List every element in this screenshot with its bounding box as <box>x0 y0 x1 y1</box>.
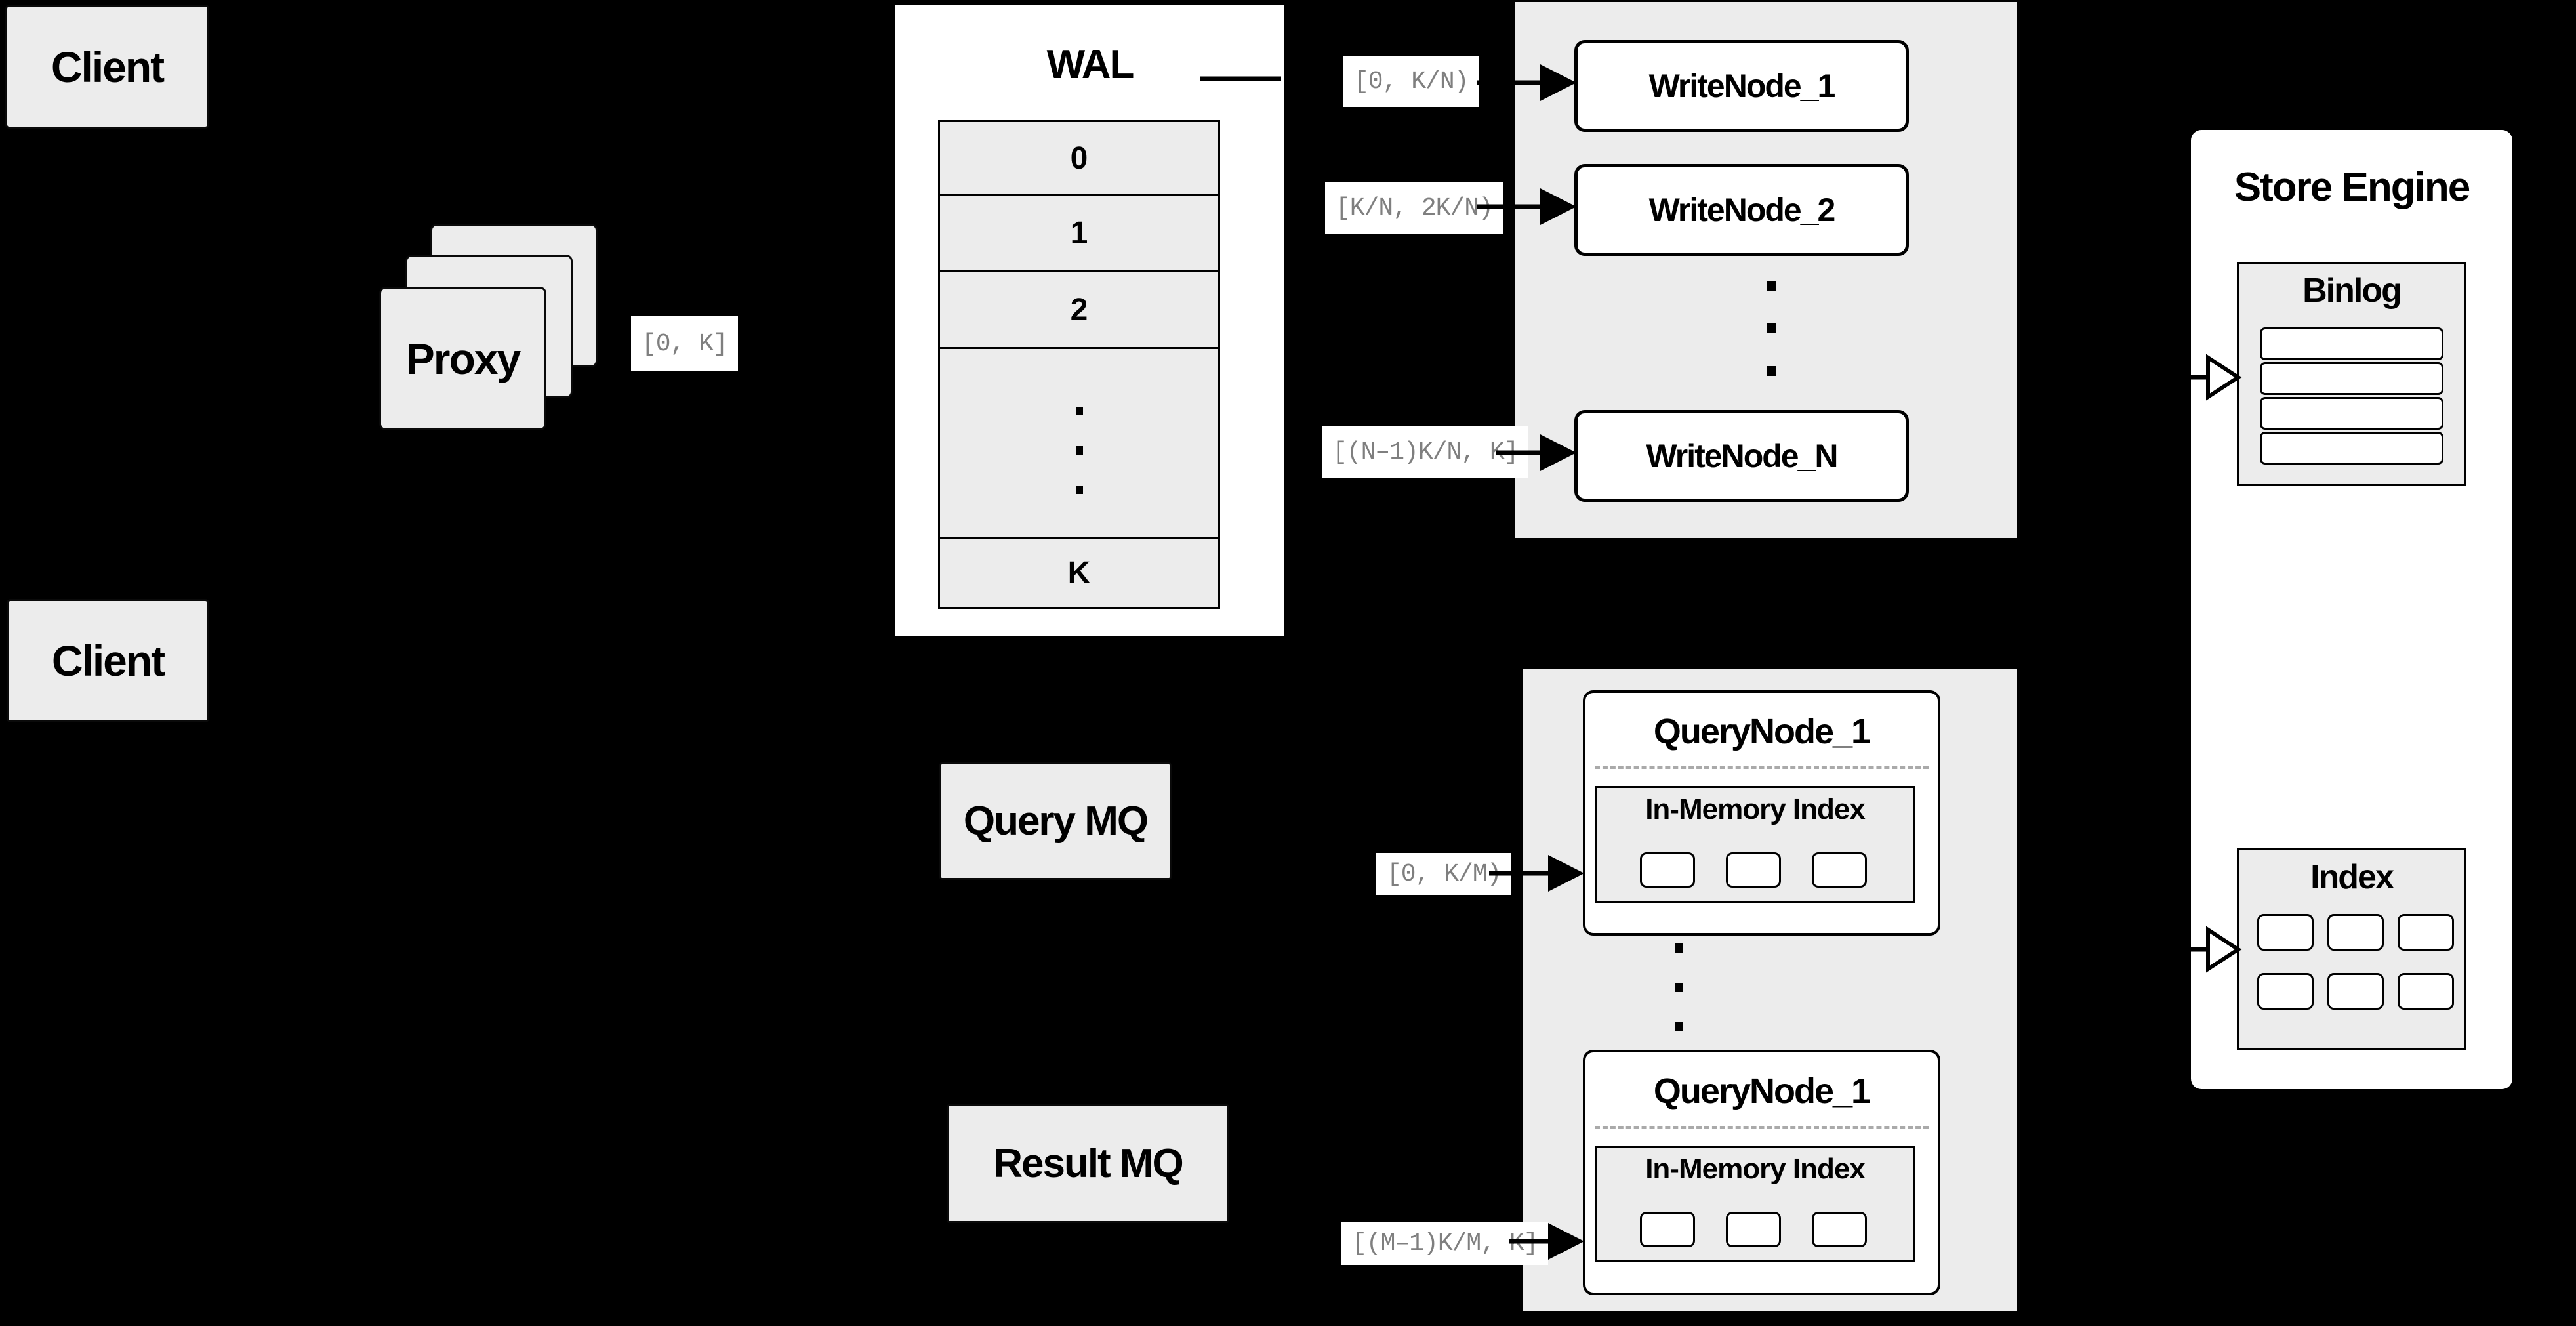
store-engine-box: Store Engine Binlog Index <box>2191 130 2512 1089</box>
ellipsis-dot-icon <box>1767 323 1776 333</box>
in-memory-index-panel-1: In-Memory Index <box>1595 786 1915 903</box>
query-mq-box: Query MQ <box>939 762 1172 880</box>
in-memory-index-panel-2: In-Memory Index <box>1595 1146 1915 1262</box>
write-node-2-label: WriteNode_2 <box>1648 192 1836 228</box>
ellipsis-dot-icon <box>1767 281 1776 291</box>
range-label-0-k: [0, K] <box>631 316 738 371</box>
memory-slot <box>1812 1212 1867 1247</box>
wal-row-2: 2 <box>938 272 1220 349</box>
wal-table: 0 1 2 K <box>938 120 1220 609</box>
wal-row-k: K <box>938 539 1220 609</box>
client-bottom-label: Client <box>51 636 165 685</box>
binlog-segment <box>2260 397 2443 430</box>
write-node-1-label: WriteNode_1 <box>1648 68 1836 104</box>
in-memory-index-title-1: In-Memory Index <box>1645 793 1866 825</box>
memory-slot <box>1726 852 1781 888</box>
range-label-write-1: [0, K/N) <box>1343 56 1479 107</box>
wal-row-ellipsis <box>938 349 1220 539</box>
range-label-write-n: [(N–1)K/N, K] <box>1322 426 1529 478</box>
client-box-bottom: Client <box>7 599 209 722</box>
ellipsis-dot-icon <box>1675 1022 1683 1031</box>
dashed-separator <box>1595 766 1929 769</box>
range-label-write-2: [K/N, 2K/N) <box>1325 182 1503 234</box>
in-memory-index-title-2: In-Memory Index <box>1645 1153 1866 1185</box>
write-node-n-label: WriteNode_N <box>1646 438 1838 474</box>
wal-container: WAL 0 1 2 K <box>893 3 1286 638</box>
result-mq-box: Result MQ <box>947 1104 1229 1223</box>
range-label-query-m: [(M–1)K/M, K] <box>1341 1222 1549 1265</box>
index-slot <box>2257 914 2314 951</box>
proxy-label: Proxy <box>405 334 521 383</box>
binlog-panel: Binlog <box>2237 262 2466 486</box>
index-slot <box>2398 914 2454 951</box>
ellipsis-dot-icon <box>1675 983 1683 992</box>
dashed-separator <box>1595 1126 1929 1129</box>
result-mq-label: Result MQ <box>993 1141 1184 1186</box>
index-slot <box>2257 973 2314 1010</box>
write-node-n: WriteNode_N <box>1574 410 1909 502</box>
ellipsis-dot-icon <box>1767 366 1776 376</box>
ellipsis-dot-icon <box>1076 486 1083 494</box>
ellipsis-dot-icon <box>1076 407 1083 415</box>
write-node-1: WriteNode_1 <box>1574 40 1909 132</box>
index-slot <box>2398 973 2454 1010</box>
ellipsis-dot-icon <box>1675 943 1683 953</box>
binlog-segment <box>2260 432 2443 465</box>
memory-slot <box>1640 1212 1695 1247</box>
memory-slot <box>1812 852 1867 888</box>
index-title: Index <box>2310 858 2394 896</box>
range-label-query-1: [0, K/M) <box>1376 853 1512 895</box>
query-mq-label: Query MQ <box>963 798 1149 844</box>
index-slot <box>2327 973 2384 1010</box>
query-node-1-title: QueryNode_1 <box>1653 712 1871 751</box>
binlog-segment <box>2260 362 2443 395</box>
store-engine-title: Store Engine <box>2234 165 2470 210</box>
index-slot <box>2327 914 2384 951</box>
wal-row-1: 1 <box>938 196 1220 272</box>
ellipsis-dot-icon <box>1076 446 1083 455</box>
memory-slot <box>1640 852 1695 888</box>
memory-slot <box>1726 1212 1781 1247</box>
index-panel: Index <box>2237 848 2466 1050</box>
query-node-m-title: QueryNode_1 <box>1653 1071 1871 1111</box>
proxy-box-front: Proxy <box>379 287 546 430</box>
wal-row-0: 0 <box>938 120 1220 196</box>
binlog-segment <box>2260 327 2443 360</box>
binlog-title: Binlog <box>2302 272 2402 310</box>
write-node-2: WriteNode_2 <box>1574 164 1909 256</box>
wal-title: WAL <box>1046 42 1135 87</box>
client-box-top: Client <box>5 5 209 129</box>
client-top-label: Client <box>51 42 165 91</box>
